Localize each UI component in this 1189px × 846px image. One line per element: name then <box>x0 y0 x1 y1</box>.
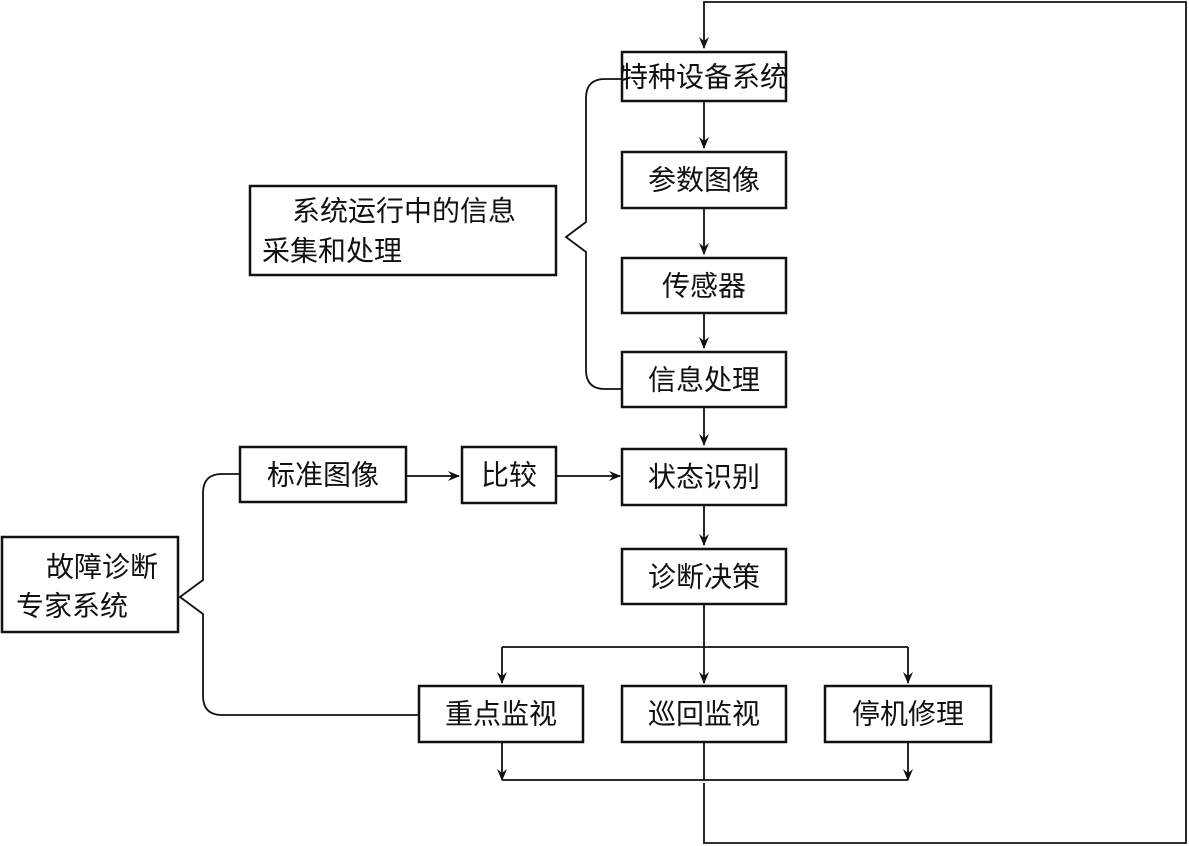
info-collection-label-line2: 采集和处理 <box>262 235 402 268</box>
patrol-monitoring-box <box>620 684 788 744</box>
special-equipment-label: 特种设备系统 <box>620 61 788 94</box>
shutdown-repair-box <box>823 684 993 744</box>
standard-image-box <box>238 445 408 504</box>
special-equipment-box <box>620 50 788 103</box>
expert-system-label-line2: 专家系统 <box>16 590 128 623</box>
compare-label: 比较 <box>481 459 537 492</box>
state-recognition-label: 状态识别 <box>648 461 760 494</box>
shutdown-repair-label: 停机修理 <box>852 698 964 731</box>
diagnosis-decision-box <box>620 547 788 606</box>
expert-system-box <box>0 535 180 634</box>
feedback-loop-line <box>699 1 1187 844</box>
info-processing-box <box>620 350 788 409</box>
key-monitoring-label: 重点监视 <box>445 698 557 731</box>
info-collection-box <box>248 184 558 277</box>
compare-box <box>460 445 558 505</box>
expert-system-brace <box>178 473 419 716</box>
parameter-image-box <box>620 150 788 210</box>
expert-system-label-line1: 故障诊断 <box>46 551 158 584</box>
parameter-image-label: 参数图像 <box>648 164 760 197</box>
patrol-monitoring-label: 巡回监视 <box>648 698 760 731</box>
sensor-box <box>620 256 788 315</box>
standard-image-label: 标准图像 <box>267 459 379 492</box>
info-processing-label: 信息处理 <box>648 364 760 397</box>
sensor-label: 传感器 <box>662 270 746 303</box>
info-collection-label-line1: 系统运行中的信息 <box>292 195 516 228</box>
diagnosis-decision-label: 诊断决策 <box>648 561 760 594</box>
state-recognition-box <box>620 447 788 507</box>
key-monitoring-box <box>417 684 585 744</box>
info-collection-brace <box>564 78 622 390</box>
